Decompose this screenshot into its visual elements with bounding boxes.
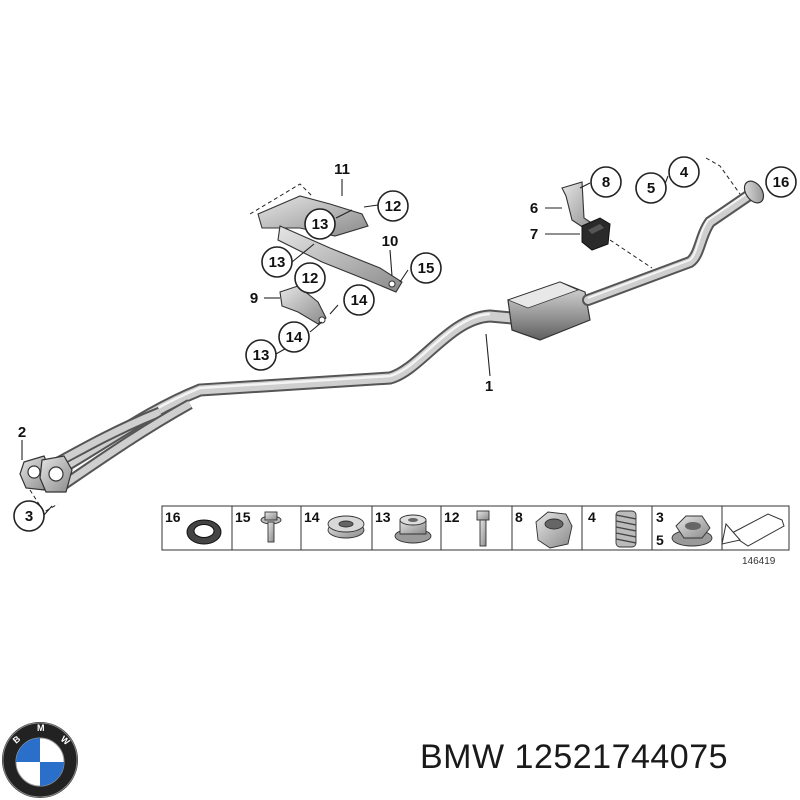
callout-1: 1 bbox=[485, 378, 493, 395]
strip-cell-13: 13 bbox=[375, 509, 432, 544]
spring-icon bbox=[615, 510, 637, 548]
bolt-icon bbox=[476, 510, 490, 547]
exhaust-pipe-part-1 bbox=[19, 180, 765, 493]
callout-11-label: 11 bbox=[334, 161, 350, 178]
bmw-roundel-logo: B M W bbox=[2, 722, 78, 798]
bracket-part-9 bbox=[279, 285, 327, 325]
strip-cell-13-label: 13 bbox=[375, 509, 391, 525]
callout-13-upper-label: 13 bbox=[312, 216, 329, 233]
strip-cell-3-label: 3 bbox=[656, 509, 664, 525]
callout-16-label: 16 bbox=[773, 174, 790, 191]
strip-cell-16: 16 bbox=[165, 509, 222, 545]
callout-4: 4 bbox=[668, 156, 700, 188]
strip-cell-3-5: 3 5 bbox=[656, 509, 713, 548]
svg-text:M: M bbox=[37, 723, 45, 733]
product-title: BMW 12521744075 bbox=[420, 738, 729, 776]
callout-3: 3 bbox=[13, 500, 45, 532]
strip-cell-15-label: 15 bbox=[235, 509, 251, 525]
orientation-arrow-icon bbox=[721, 513, 785, 547]
callout-8-label: 8 bbox=[602, 174, 610, 191]
strip-cell-14: 14 bbox=[304, 509, 365, 539]
callout-14-lower-label: 14 bbox=[286, 329, 303, 346]
callout-6-label: 6 bbox=[530, 200, 538, 217]
callout-2-label: 2 bbox=[18, 424, 26, 441]
callout-5: 5 bbox=[635, 172, 667, 204]
callout-13-middle: 13 bbox=[261, 246, 293, 278]
callout-14-upper: 14 bbox=[343, 284, 375, 316]
strip-cell-12: 12 bbox=[444, 509, 490, 547]
rubber-mount-part-7 bbox=[581, 217, 611, 251]
callout-13-lower: 13 bbox=[245, 339, 277, 371]
strip-cell-8-label: 8 bbox=[515, 509, 523, 525]
ring-gasket-icon bbox=[186, 519, 222, 545]
callout-2: 2 bbox=[18, 424, 26, 441]
callout-10: 10 bbox=[382, 233, 399, 250]
callout-15: 15 bbox=[410, 252, 442, 284]
callout-6: 6 bbox=[530, 200, 538, 217]
strip-cell-12-label: 12 bbox=[444, 509, 460, 525]
callout-14-upper-label: 14 bbox=[351, 292, 368, 309]
collar-nut-icon bbox=[394, 514, 432, 544]
callout-12-lower-label: 12 bbox=[302, 270, 319, 287]
callout-15-label: 15 bbox=[418, 260, 435, 277]
strip-cell-8: 8 bbox=[515, 509, 573, 549]
strip-cell-4-label: 4 bbox=[588, 509, 596, 525]
callout-7: 7 bbox=[530, 226, 538, 243]
callout-16: 16 bbox=[765, 166, 797, 198]
strip-cell-14-label: 14 bbox=[304, 509, 320, 525]
flange-nut-icon bbox=[671, 515, 713, 547]
strip-cell-4: 4 bbox=[588, 509, 637, 548]
callout-1-label: 1 bbox=[485, 378, 493, 395]
callout-12-lower: 12 bbox=[294, 262, 326, 294]
callout-3-label: 3 bbox=[25, 508, 33, 525]
callout-14-lower: 14 bbox=[278, 321, 310, 353]
hex-nut-icon bbox=[535, 511, 573, 549]
callout-11: 11 bbox=[334, 161, 350, 178]
callout-13-lower-label: 13 bbox=[253, 347, 270, 364]
parts-strip: 16 15 14 13 bbox=[161, 505, 790, 551]
callout-7-label: 7 bbox=[530, 226, 538, 243]
washer-icon bbox=[327, 515, 365, 539]
callout-8: 8 bbox=[590, 166, 622, 198]
callout-9: 9 bbox=[250, 290, 258, 307]
svg-text:B: B bbox=[11, 733, 23, 745]
strip-cell-16-label: 16 bbox=[165, 509, 181, 525]
strip-cell-15: 15 bbox=[235, 509, 282, 543]
callout-4-label: 4 bbox=[680, 164, 689, 181]
callout-9-label: 9 bbox=[250, 290, 258, 307]
callout-5-label: 5 bbox=[647, 180, 655, 197]
callout-12-upper-label: 12 bbox=[385, 198, 402, 215]
callout-10-label: 10 bbox=[382, 233, 399, 250]
callout-12-upper: 12 bbox=[377, 190, 409, 222]
callout-13-middle-label: 13 bbox=[269, 254, 286, 271]
callout-13-upper: 13 bbox=[304, 208, 336, 240]
strip-cell-5-label: 5 bbox=[656, 532, 664, 548]
diagram-reference-number: 146419 bbox=[742, 556, 776, 567]
flange-bolt-icon bbox=[260, 511, 282, 543]
